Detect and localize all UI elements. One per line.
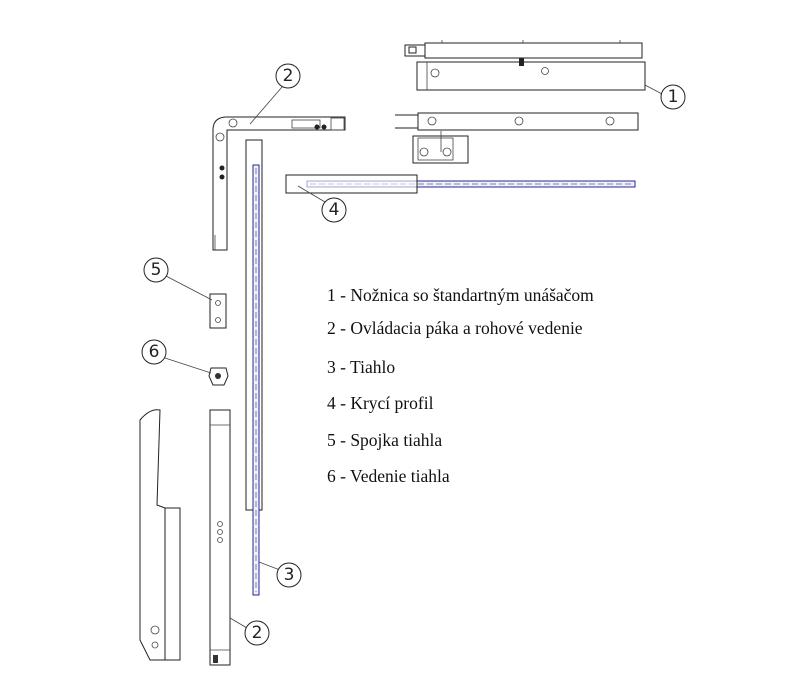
part-3-drive-rod	[245, 139, 263, 596]
callout-2-top: 2	[249, 63, 301, 125]
callout-4: 4	[297, 185, 347, 223]
callout-5: 5	[143, 257, 213, 301]
callout-2-bottom: 2	[229, 617, 270, 646]
callout-3-label: 3	[284, 565, 295, 585]
legend-item: 5 - Spojka tiahla	[327, 430, 443, 450]
legend-item: 3 - Tiahlo	[327, 357, 396, 377]
part-2-handle	[139, 409, 231, 666]
callout-1: 1	[644, 84, 686, 110]
callout-6-label: 6	[149, 342, 160, 362]
part-1-scissor-bottom	[395, 112, 639, 164]
legend-item: 4 - Krycí profil	[327, 393, 434, 413]
legend-item: 6 - Vedenie tiahla	[327, 466, 450, 486]
callout-1-label: 1	[668, 87, 679, 107]
part-4-cover-profile	[285, 174, 636, 194]
legend-item: 2 - Ovládacia páka a rohové vedenie	[327, 318, 583, 338]
callout-5-label: 5	[151, 260, 162, 280]
callout-3: 3	[258, 561, 302, 588]
legend-item: 1 - Nožnica so štandartným unášačom	[327, 285, 594, 305]
callout-2-bottom-label: 2	[252, 623, 263, 643]
part-5-rod-coupler	[209, 293, 227, 329]
part-1-scissor-top	[404, 40, 646, 91]
callout-4-label: 4	[329, 200, 340, 220]
part-2-corner-guide	[212, 116, 346, 251]
callout-6: 6	[141, 339, 212, 374]
callout-2-top-label: 2	[283, 66, 294, 86]
part-6-rod-guide	[208, 367, 229, 386]
